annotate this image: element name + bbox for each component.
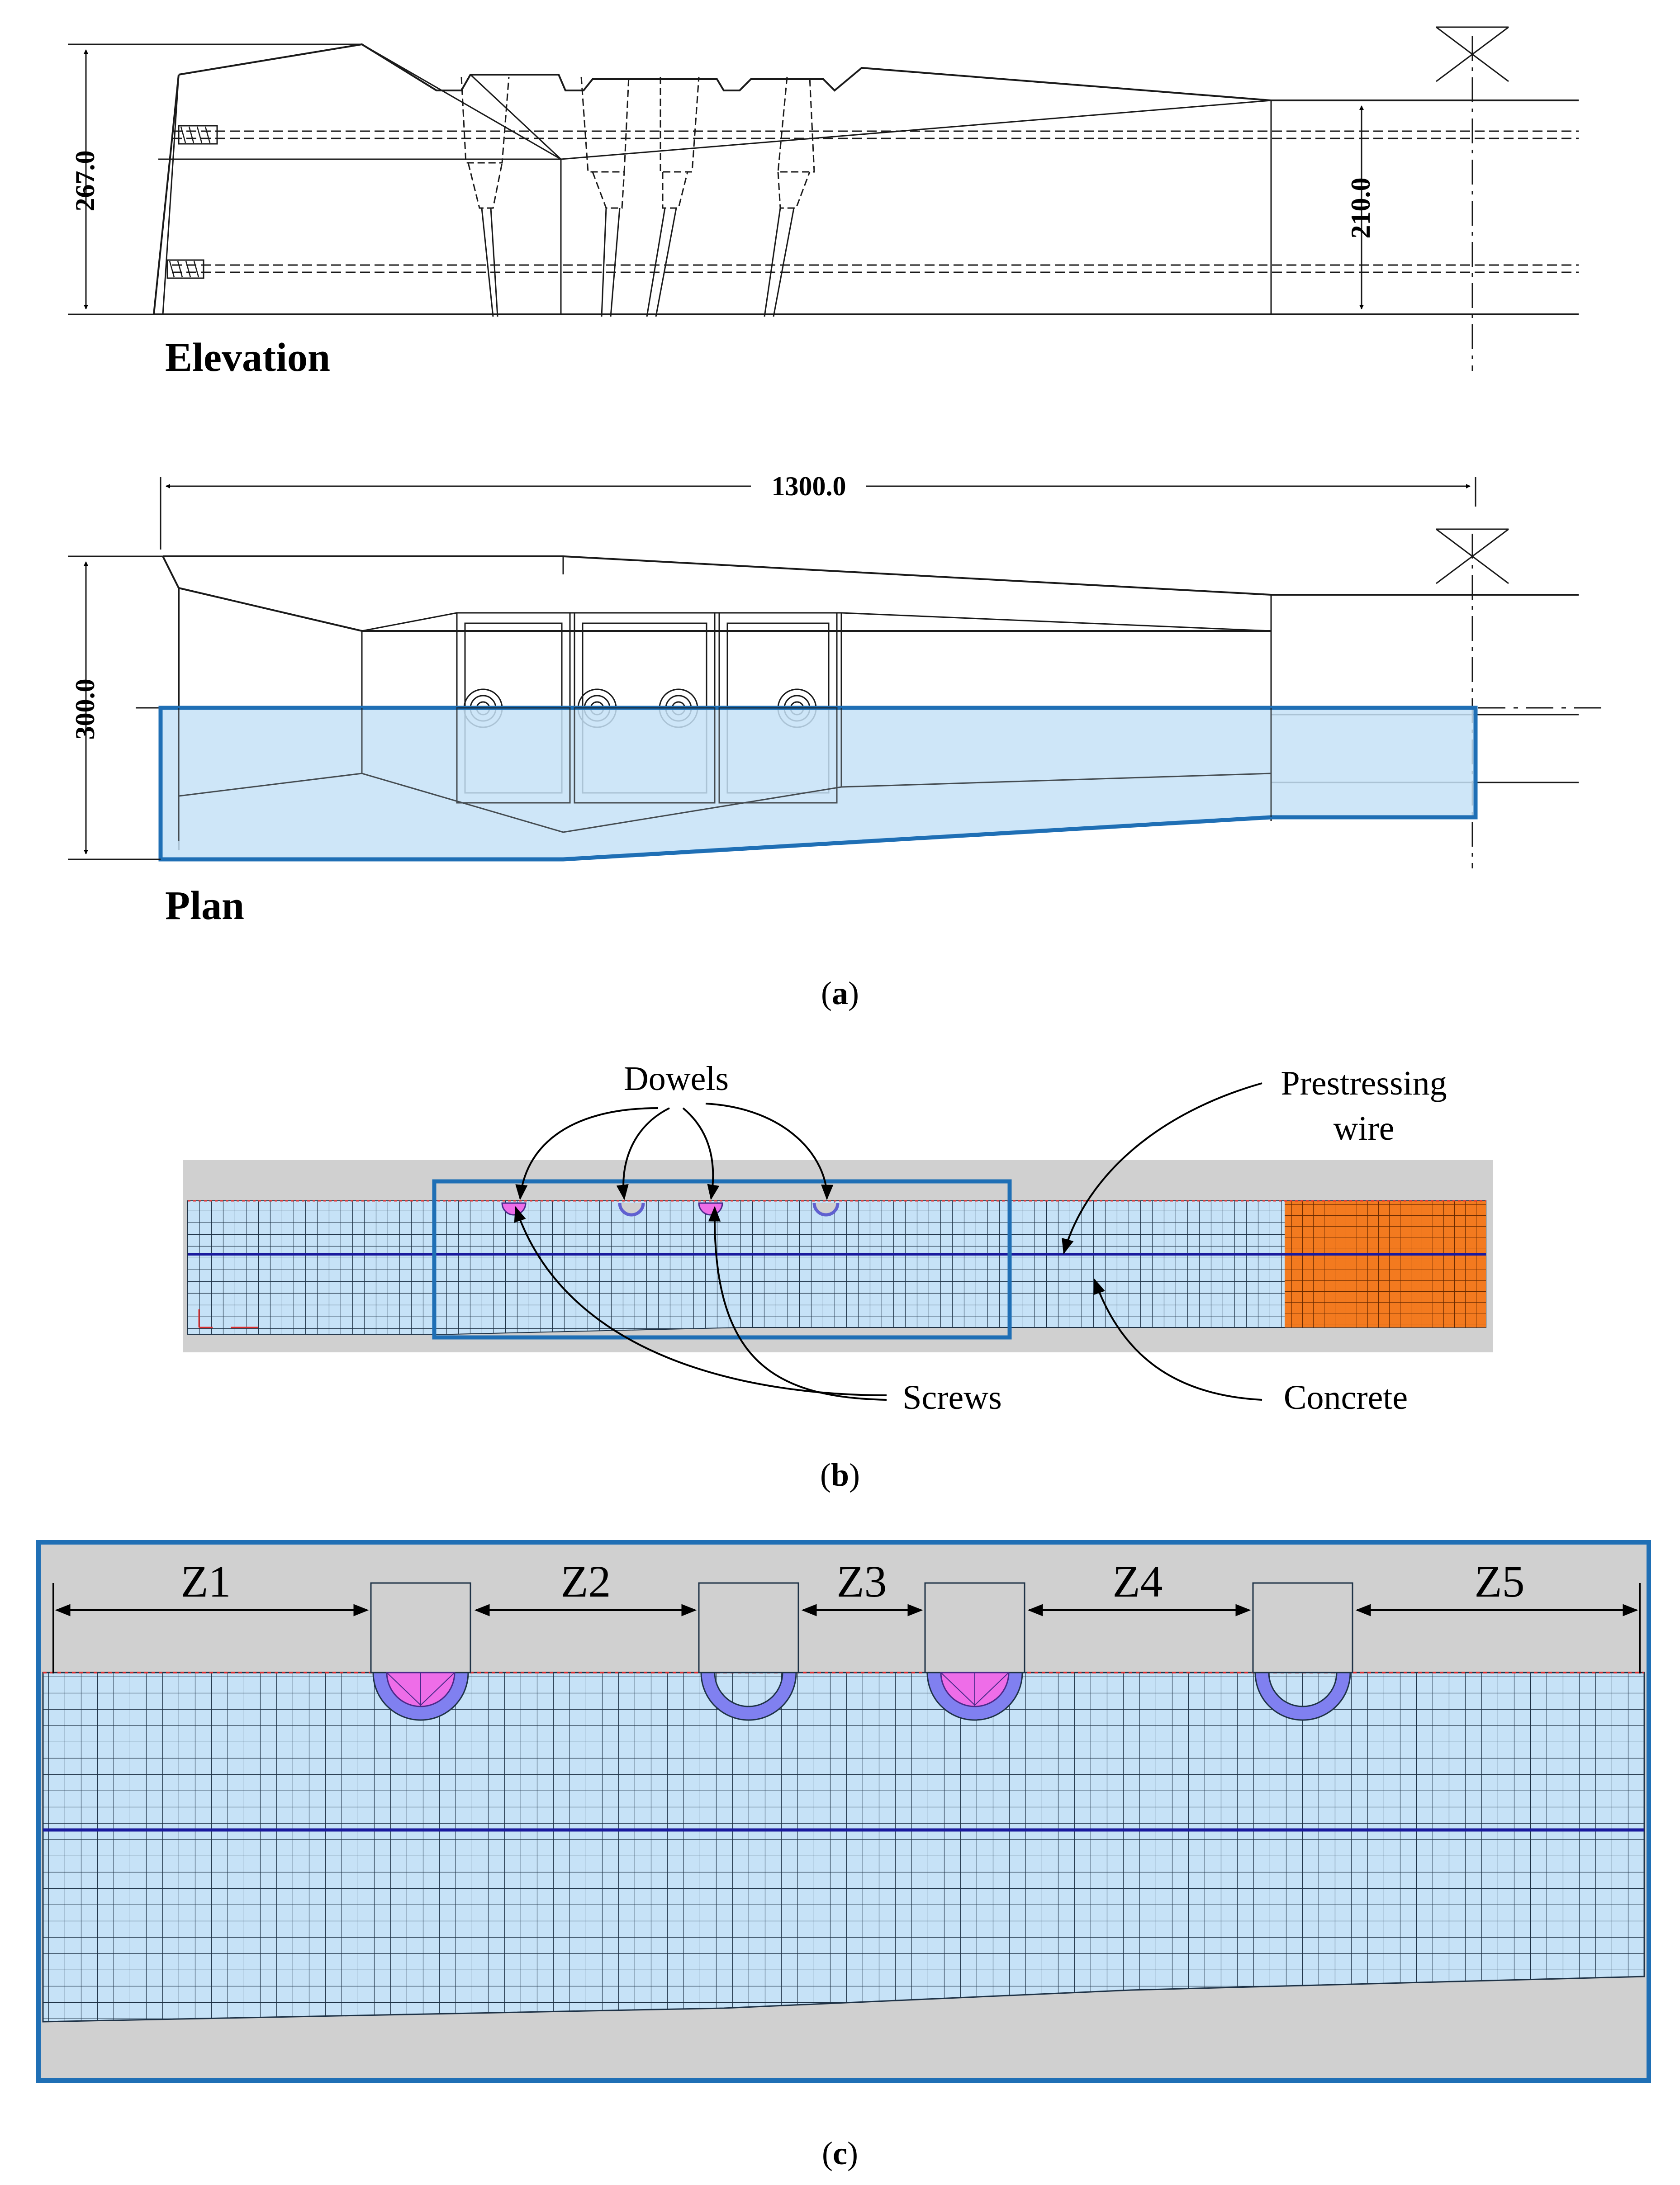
plan-label: Plan bbox=[165, 883, 244, 928]
plan-analyzed-region bbox=[158, 706, 1478, 862]
zoom-concrete-mesh bbox=[42, 1672, 1645, 2023]
zone-label-1: Z1 bbox=[180, 1556, 231, 1607]
right-height-dimension: 210.0 bbox=[1346, 178, 1376, 239]
elevation-label: Elevation bbox=[165, 335, 330, 380]
zoom-screw-3 bbox=[926, 1672, 1023, 1721]
caption-b-letter: b bbox=[831, 1457, 849, 1493]
elevation-dimensions bbox=[68, 43, 1364, 315]
label-concrete: Concrete bbox=[1284, 1379, 1408, 1417]
elevation-outline bbox=[178, 43, 1579, 101]
caption-b: (b) bbox=[820, 1457, 860, 1493]
zone-label-4: Z4 bbox=[1112, 1556, 1163, 1607]
svg-text:(c): (c) bbox=[822, 2135, 858, 2171]
elevation-drawing bbox=[152, 26, 1579, 371]
caption-c-letter: c bbox=[833, 2135, 847, 2171]
label-prestressing-line2: wire bbox=[1333, 1109, 1394, 1147]
plan-width-dimension: 300.0 bbox=[70, 679, 100, 740]
fe-axis-triad-icon bbox=[198, 1309, 258, 1328]
zone-label-5: Z5 bbox=[1474, 1556, 1524, 1607]
length-dimension: 1300.0 bbox=[772, 471, 846, 501]
zone-dimension-arrows bbox=[52, 1583, 1641, 1673]
caption-a-letter: a bbox=[832, 975, 848, 1011]
zone-label-2: Z2 bbox=[560, 1556, 611, 1607]
fe-dowel-markers bbox=[501, 1202, 840, 1217]
plan-lines-overlay bbox=[178, 707, 1272, 841]
zone-label-3: Z3 bbox=[836, 1556, 887, 1607]
elevation-height-dimension: 267.0 bbox=[70, 151, 100, 212]
fe-end-block-orange bbox=[1285, 1201, 1486, 1327]
zoom-dowel-4 bbox=[1254, 1672, 1351, 1721]
svg-text:(b): (b) bbox=[820, 1457, 860, 1493]
svg-text:(a): (a) bbox=[821, 975, 859, 1011]
label-prestressing-line1: Prestressing bbox=[1281, 1064, 1447, 1102]
zoom-screw-1 bbox=[372, 1672, 469, 1721]
label-screws: Screws bbox=[902, 1379, 1002, 1417]
fe-zoom-region bbox=[432, 1179, 1012, 1340]
zoom-dowel-notches bbox=[370, 1582, 1353, 1673]
label-dowels: Dowels bbox=[624, 1060, 729, 1098]
caption-c: (c) bbox=[822, 2135, 858, 2171]
zoom-dowel-2 bbox=[700, 1672, 797, 1721]
zoom-border bbox=[36, 1540, 1651, 2083]
plan-dimensions bbox=[68, 477, 1476, 860]
fe-callout-arrows bbox=[514, 1082, 1262, 1401]
caption-a: (a) bbox=[821, 975, 859, 1011]
plan-outline bbox=[163, 555, 1579, 596]
